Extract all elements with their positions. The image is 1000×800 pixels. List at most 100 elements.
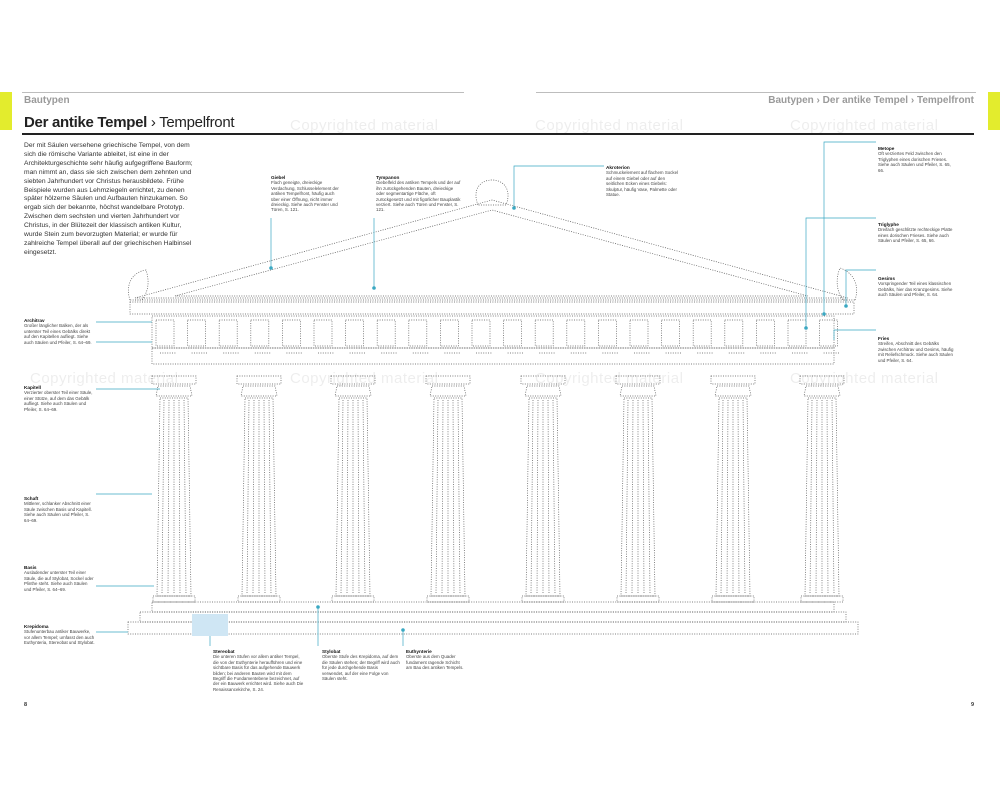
label-metope: Metope Oft verziertes Feld zwischen den … [878, 146, 954, 173]
label-desc: Dreifach geschlitzte rechteckige Platte … [878, 227, 953, 244]
label-krepidoma: Krepidoma Stufenunterbau antiker Bauwerk… [24, 624, 96, 646]
triglyphe [598, 319, 617, 347]
label-schaft: Schaft Mittlerer, schlanker Abschnitt ei… [24, 496, 94, 523]
watermark: Copyrighted material [290, 370, 439, 387]
schaft [715, 397, 751, 597]
schaft-flute [452, 399, 455, 595]
label-desc: Schmuckelement auf flachem Sockel auf ei… [606, 170, 678, 198]
leader-gesims-dot [844, 304, 848, 308]
schaft-flute [167, 399, 170, 595]
kapitell [799, 375, 845, 385]
pediment-outline [134, 199, 849, 299]
schaft-flute [809, 399, 813, 595]
label-stereobat: Stereobat Die unteren Stufen vor allem a… [213, 649, 305, 692]
schaft-flute [161, 399, 165, 595]
schaft-flute [362, 399, 366, 595]
label-title: Architrav [24, 318, 45, 323]
triglyphe [471, 319, 491, 347]
label-basis: Basis Ausladender unterster Teil einer S… [24, 565, 94, 592]
leader-metope-dot [822, 312, 826, 316]
label-architrav: Architrav Großer länglicher Balken, der … [24, 318, 94, 345]
watermark: Copyrighted material [790, 117, 939, 134]
kapitell-echinus [240, 385, 278, 397]
label-fries: Fries Streifen, Abschnitt des Gebälks zw… [878, 336, 954, 363]
label-desc: Giebelfeld des antiken Tempels und der a… [376, 180, 461, 213]
label-title: Fries [878, 336, 890, 341]
basis [237, 595, 281, 603]
triglyphe [566, 319, 586, 347]
label-desc: Stufenunterbau antiker Bauwerke, vor all… [24, 629, 95, 646]
leader-akroterion-dot [512, 206, 516, 210]
kapitell-echinus [429, 385, 467, 397]
kapitell [330, 375, 376, 385]
schaft-flute [530, 399, 534, 595]
schaft [620, 397, 656, 597]
triglyphe [819, 319, 838, 347]
kapitell [236, 375, 282, 385]
basis [331, 595, 375, 603]
kapitell [710, 375, 756, 385]
schaft-flute [742, 399, 746, 595]
leader-akroterion [513, 165, 604, 208]
label-title: Stereobat [213, 649, 235, 654]
label-euthynterie: Euthynterie Oberste aus dem Quader funda… [406, 649, 466, 671]
label-title: Metope [878, 146, 895, 151]
label-desc: Ausladender unterster Teil einer Säule, … [24, 570, 94, 592]
schaft [525, 397, 561, 597]
basis [711, 595, 755, 603]
watermark: Copyrighted material [290, 117, 439, 134]
schaft-flute [642, 399, 645, 595]
leader-fries [833, 329, 876, 340]
schaft [335, 397, 371, 597]
schaft [430, 397, 466, 597]
schaft [804, 397, 840, 597]
triglyphe [756, 319, 775, 347]
schaft-flute [552, 399, 556, 595]
label-giebel: Giebel Flach geneigte, dreieckige Verdac… [271, 175, 343, 213]
intro-paragraph: Der mit Säulen versehene griechische Tem… [24, 142, 193, 256]
kapitell-echinus [524, 385, 562, 397]
watermark: Copyrighted material [535, 117, 684, 134]
label-desc: Oft verziertes Feld zwischen den Triglyp… [878, 151, 951, 173]
title-rule [22, 133, 974, 135]
triglyphe [345, 319, 364, 347]
schaft-flute [720, 399, 724, 595]
schaft [156, 397, 192, 597]
label-desc: Oberste Stufe des Krepidoma, auf dem die… [322, 654, 400, 682]
basis [521, 595, 565, 603]
label-title: Schaft [24, 496, 39, 501]
schaft-flute [246, 399, 250, 595]
label-desc: Großer länglicher Balken, der als unters… [24, 323, 92, 345]
label-triglyphe: Triglyphe Dreifach geschlitzte rechtecki… [878, 222, 954, 244]
chapter-tab-right [988, 92, 1000, 130]
triglyphe [692, 319, 712, 347]
section-label: Bautypen [24, 95, 70, 106]
corner-akroterion-left [128, 269, 149, 301]
gesims-band [129, 301, 855, 315]
kapitell [615, 375, 661, 385]
kapitell-echinus [334, 385, 372, 397]
fries-band [151, 315, 835, 349]
breadcrumb: Bautypen › Der antike Tempel › Tempelfro… [768, 95, 974, 106]
label-title: Giebel [271, 175, 286, 180]
schaft-flute [625, 399, 629, 595]
label-desc: Streifen, Abschnitt des Gebälks zwischen… [878, 341, 954, 363]
stylobat [151, 601, 835, 613]
leader-stylobat-dot [316, 605, 320, 609]
triglyphe [503, 319, 522, 347]
triglyphe [250, 319, 270, 347]
kapitell [151, 375, 197, 385]
kapitell-echinus [619, 385, 657, 397]
header-rule-left [22, 92, 464, 93]
label-desc: Die unteren Stufen vor allem antiker Tem… [213, 654, 304, 692]
label-title: Triglyphe [878, 222, 899, 227]
page-title-sub: Tempelfront [159, 114, 235, 131]
schaft-flute [357, 399, 360, 595]
tympanon-field [174, 209, 809, 297]
schaft-flute [647, 399, 651, 595]
schaft-flute [263, 399, 266, 595]
triglyphe [724, 319, 744, 347]
label-kapitell: Kapitell Verzierter oberster Teil einer … [24, 385, 94, 412]
triglyphe [661, 319, 680, 347]
